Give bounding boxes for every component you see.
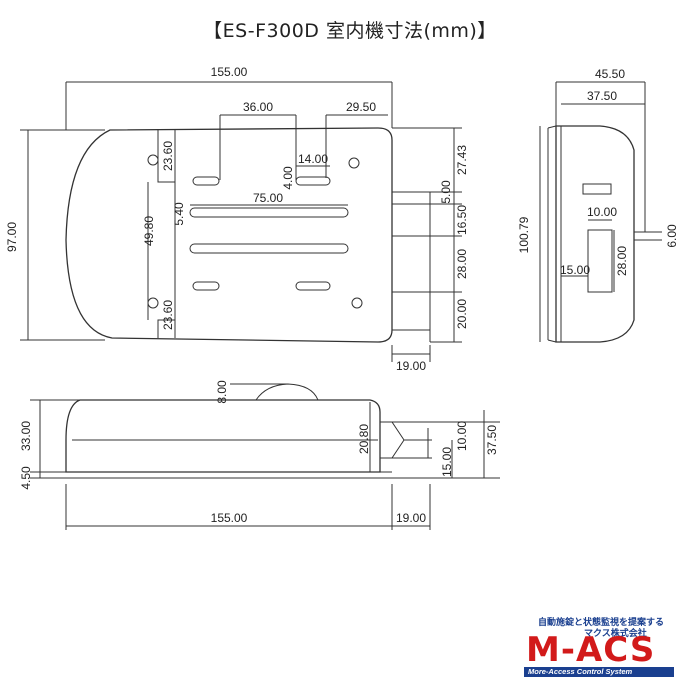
dim-width-1900-bottom: 19.00 <box>396 511 426 525</box>
logo-mark: M-ACS <box>526 630 656 670</box>
slot-long-2 <box>189 243 349 254</box>
dim-height-3300: 33.00 <box>19 421 33 451</box>
dim-width-155-bottom: 155.00 <box>211 511 248 525</box>
dim-height-2360-bottom: 23.60 <box>161 300 175 330</box>
screw-hole <box>147 154 159 166</box>
dim-width-36: 36.00 <box>243 100 273 114</box>
screw-hole <box>147 297 159 309</box>
dim-width-75: 75.00 <box>253 191 283 205</box>
dim-height-1650: 16.50 <box>455 205 469 235</box>
mounting-plate-outline <box>157 130 176 338</box>
bottom-view-latch <box>380 421 405 459</box>
dim-height-2800: 28.00 <box>455 249 469 279</box>
side-latch <box>587 229 613 293</box>
dim-height-2360-top: 23.60 <box>161 141 175 171</box>
side-view-body <box>555 125 635 343</box>
dim-height-10079: 100.79 <box>517 216 531 253</box>
slot-hole-upper-left <box>192 176 220 186</box>
logo-tagline: 自動施錠と状態監視を提案する <box>538 618 665 628</box>
latch-block <box>391 191 431 205</box>
slot-long-1 <box>189 207 349 218</box>
dim-height-3750: 37.50 <box>485 425 499 455</box>
dim-height-4980: 49.80 <box>142 216 156 246</box>
dim-height-2743: 27.43 <box>455 145 469 175</box>
dim-height-2800-side: 28.00 <box>615 246 629 276</box>
logo-subtitle: More-Access Control System <box>528 667 633 676</box>
logo-company: マクス株式会社 <box>584 629 647 639</box>
slot-hole-upper-mid <box>295 176 331 186</box>
bottom-view-knob <box>255 383 319 401</box>
dim-height-540: 5.40 <box>172 202 186 226</box>
dim-height-97: 97.00 <box>5 222 19 252</box>
page-title: 【ES-F300D 室内機寸法(mm)】 <box>203 20 497 42</box>
slot-hole-lower-left <box>192 281 220 291</box>
dim-height-1500-b: 15.00 <box>440 447 454 477</box>
dim-width-155-top: 155.00 <box>211 65 248 79</box>
slot-hole-lower-right <box>295 281 331 291</box>
dim-width-1000: 10.00 <box>587 205 617 219</box>
dim-height-450: 4.50 <box>19 466 33 490</box>
dim-width-1500: 15.00 <box>560 263 590 277</box>
bottom-view-body <box>65 399 381 473</box>
logo-bar <box>524 667 674 677</box>
dim-width-4550: 45.50 <box>595 67 625 81</box>
m-acs-logo: 自動施錠と状態監視を提案する マクス株式会社 M-ACS More-Access… <box>520 615 680 677</box>
dim-height-4: 4.00 <box>281 166 295 190</box>
dim-width-2950: 29.50 <box>346 100 376 114</box>
dim-height-800: 8.00 <box>215 380 229 404</box>
dim-height-2080: 20.80 <box>357 424 371 454</box>
screw-hole <box>351 297 363 309</box>
dim-height-500: 5.00 <box>439 180 453 204</box>
side-switch <box>582 183 612 195</box>
dim-height-1000-b: 10.00 <box>455 421 469 451</box>
dim-width-14: 14.00 <box>298 152 328 166</box>
screw-hole <box>348 157 360 169</box>
dim-height-600: 6.00 <box>665 224 679 248</box>
dim-width-1900-top: 19.00 <box>396 359 426 373</box>
top-view-body <box>65 127 393 343</box>
dim-width-3750: 37.50 <box>587 89 617 103</box>
dim-height-2000: 20.00 <box>455 299 469 329</box>
